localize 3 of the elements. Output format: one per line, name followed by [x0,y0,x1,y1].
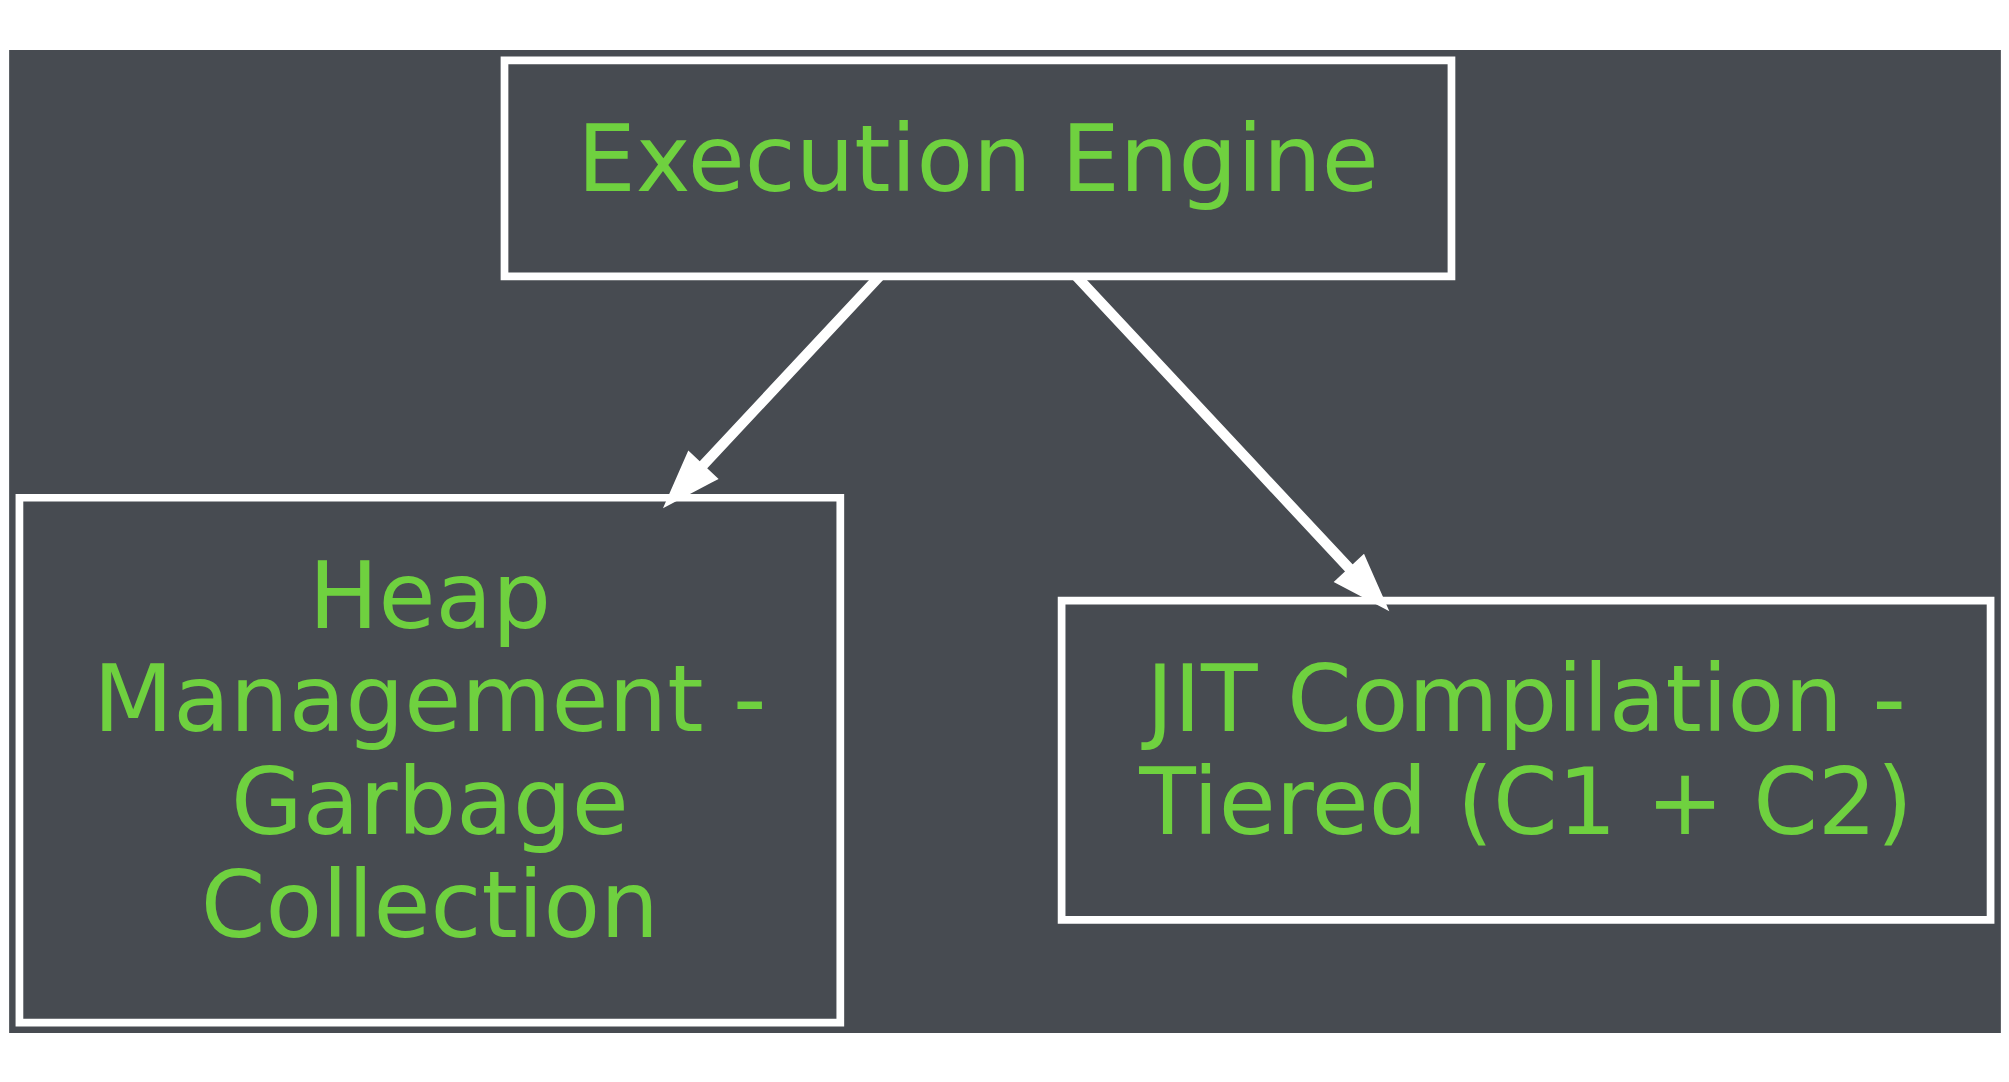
node-box: Execution Engine [500,55,1455,280]
node-box: JIT Compilation - Tiered (C1 + C2) [1057,596,1994,924]
node-box: Heap Management - Garbage Collection [15,493,844,1027]
